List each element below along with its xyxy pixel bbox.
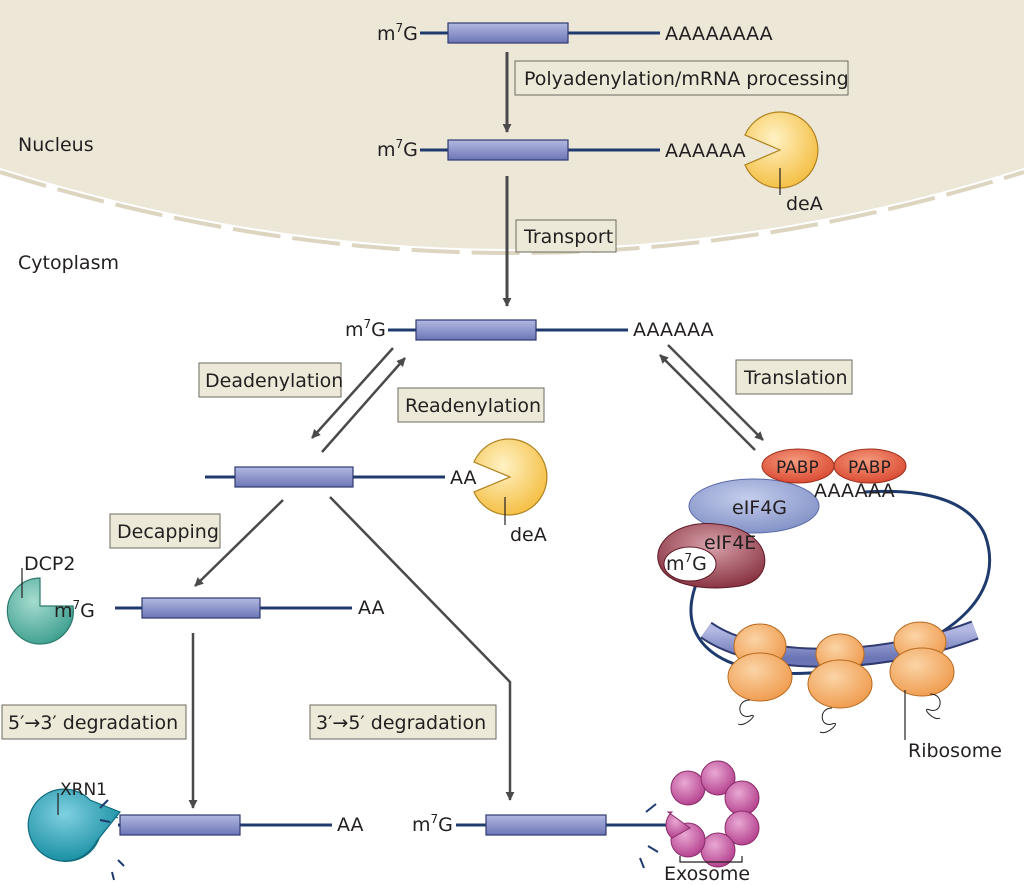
cap-label: m7G xyxy=(377,137,418,161)
cap-label: m7G xyxy=(377,21,418,45)
eif4g-label: eIF4G xyxy=(732,497,787,519)
deadenylase-label: deA xyxy=(510,524,547,546)
arrow-decapping xyxy=(194,499,284,587)
step-label-5to3-degradation: 5′→3′ degradation xyxy=(8,712,178,734)
coding-region xyxy=(141,597,261,619)
cap-label: m7G xyxy=(412,812,453,836)
eif4g-protein: eIF4G xyxy=(688,478,820,534)
arrow-3to5-degradation xyxy=(329,496,515,801)
polya-tail-label: AA xyxy=(450,467,477,489)
deadenylase-label: deA xyxy=(786,193,823,215)
arrow-translation-forward xyxy=(667,344,764,441)
eif4e-protein: eIF4E m7G xyxy=(657,522,766,589)
ribosome-1 xyxy=(727,623,793,726)
coding-region xyxy=(415,319,537,341)
pabp-label: PABP xyxy=(776,458,819,478)
step-label-transport: Transport xyxy=(523,226,613,248)
mrna-nuclear-trimmed: m7G AAAAAA xyxy=(377,137,746,162)
polya-tail-label: AA xyxy=(358,597,385,619)
deadenylase-pacman-nuclear: deA xyxy=(744,111,823,215)
step-label-decapping: Decapping xyxy=(117,521,219,543)
nuclear-envelope xyxy=(0,170,1024,255)
arrow-readenylation xyxy=(321,357,406,453)
step-label-3to5-degradation: 3′→5′ degradation xyxy=(316,712,486,734)
cap-label: m7G xyxy=(345,317,386,341)
cytoplasm-label: Cytoplasm xyxy=(18,252,119,274)
deadenylase-pacman-cytoplasmic: deA xyxy=(473,438,548,546)
coding-region xyxy=(447,139,569,161)
mrna-cytoplasmic: m7G AAAAAA xyxy=(345,317,714,341)
dcp2-enzyme: DCP2 m7G xyxy=(6,553,95,645)
step-box-transport: Transport xyxy=(515,219,617,253)
translating-polya-tail-label: AAAAAA xyxy=(814,480,895,502)
coding-region xyxy=(119,814,241,836)
polya-tail-label: AAAAAA xyxy=(633,319,714,341)
mrna-3to5-degrading: m7G xyxy=(412,803,668,869)
arrow-deadenylation xyxy=(311,347,394,439)
step-label-translation: Translation xyxy=(743,367,848,389)
ribosome-3: Ribosome xyxy=(889,621,1002,762)
step-box-translation: Translation xyxy=(735,359,853,395)
polya-tail-label: AAAAAAAA xyxy=(665,23,773,45)
eif4e-label: eIF4E xyxy=(704,532,756,554)
coding-region xyxy=(234,466,354,488)
coding-region xyxy=(447,22,569,44)
mrna-nuclear-long-tail: m7G AAAAAAAA xyxy=(377,21,773,45)
step-label-deadenylation: Deadenylation xyxy=(205,370,343,392)
exosome-complex: Exosome xyxy=(664,760,760,885)
step-box-3to5-degradation: 3′→5′ degradation xyxy=(309,704,497,740)
polya-tail-label: AAAAAA xyxy=(665,140,746,162)
coding-region xyxy=(485,814,607,836)
step-box-5to3-degradation: 5′→3′ degradation xyxy=(1,704,187,740)
exosome-label: Exosome xyxy=(664,863,750,885)
step-box-decapping: Decapping xyxy=(109,513,221,549)
arrow-translation-back xyxy=(659,354,756,451)
step-box-deadenylation: Deadenylation xyxy=(198,362,343,398)
dcp2-label: DCP2 xyxy=(24,553,75,575)
pabp-protein-2: PABP xyxy=(833,448,907,484)
step-label-readenylation: Readenylation xyxy=(405,395,541,417)
step-box-polyadenylation: Polyadenylation/mRNA processing xyxy=(514,60,849,96)
ribosome-label: Ribosome xyxy=(908,740,1002,762)
xrn1-label: XRN1 xyxy=(60,780,107,800)
cap-label: m7G xyxy=(54,598,95,622)
polya-tail-label: AA xyxy=(337,814,364,836)
nucleus-label: Nucleus xyxy=(18,134,94,156)
mrna-decapped: AA xyxy=(115,597,385,619)
cap-label: m7G xyxy=(666,551,707,575)
ribosome-2 xyxy=(807,633,873,734)
mrna-deadenylated: AA xyxy=(205,466,477,489)
pabp-label: PABP xyxy=(848,458,891,478)
step-label-polyadenylation: Polyadenylation/mRNA processing xyxy=(524,68,849,90)
mrna-5to3-degrading: AA xyxy=(118,814,364,836)
pabp-protein-1: PABP xyxy=(761,448,835,484)
xrn1-enzyme: XRN1 xyxy=(27,780,125,881)
step-box-readenylation: Readenylation xyxy=(397,387,545,423)
